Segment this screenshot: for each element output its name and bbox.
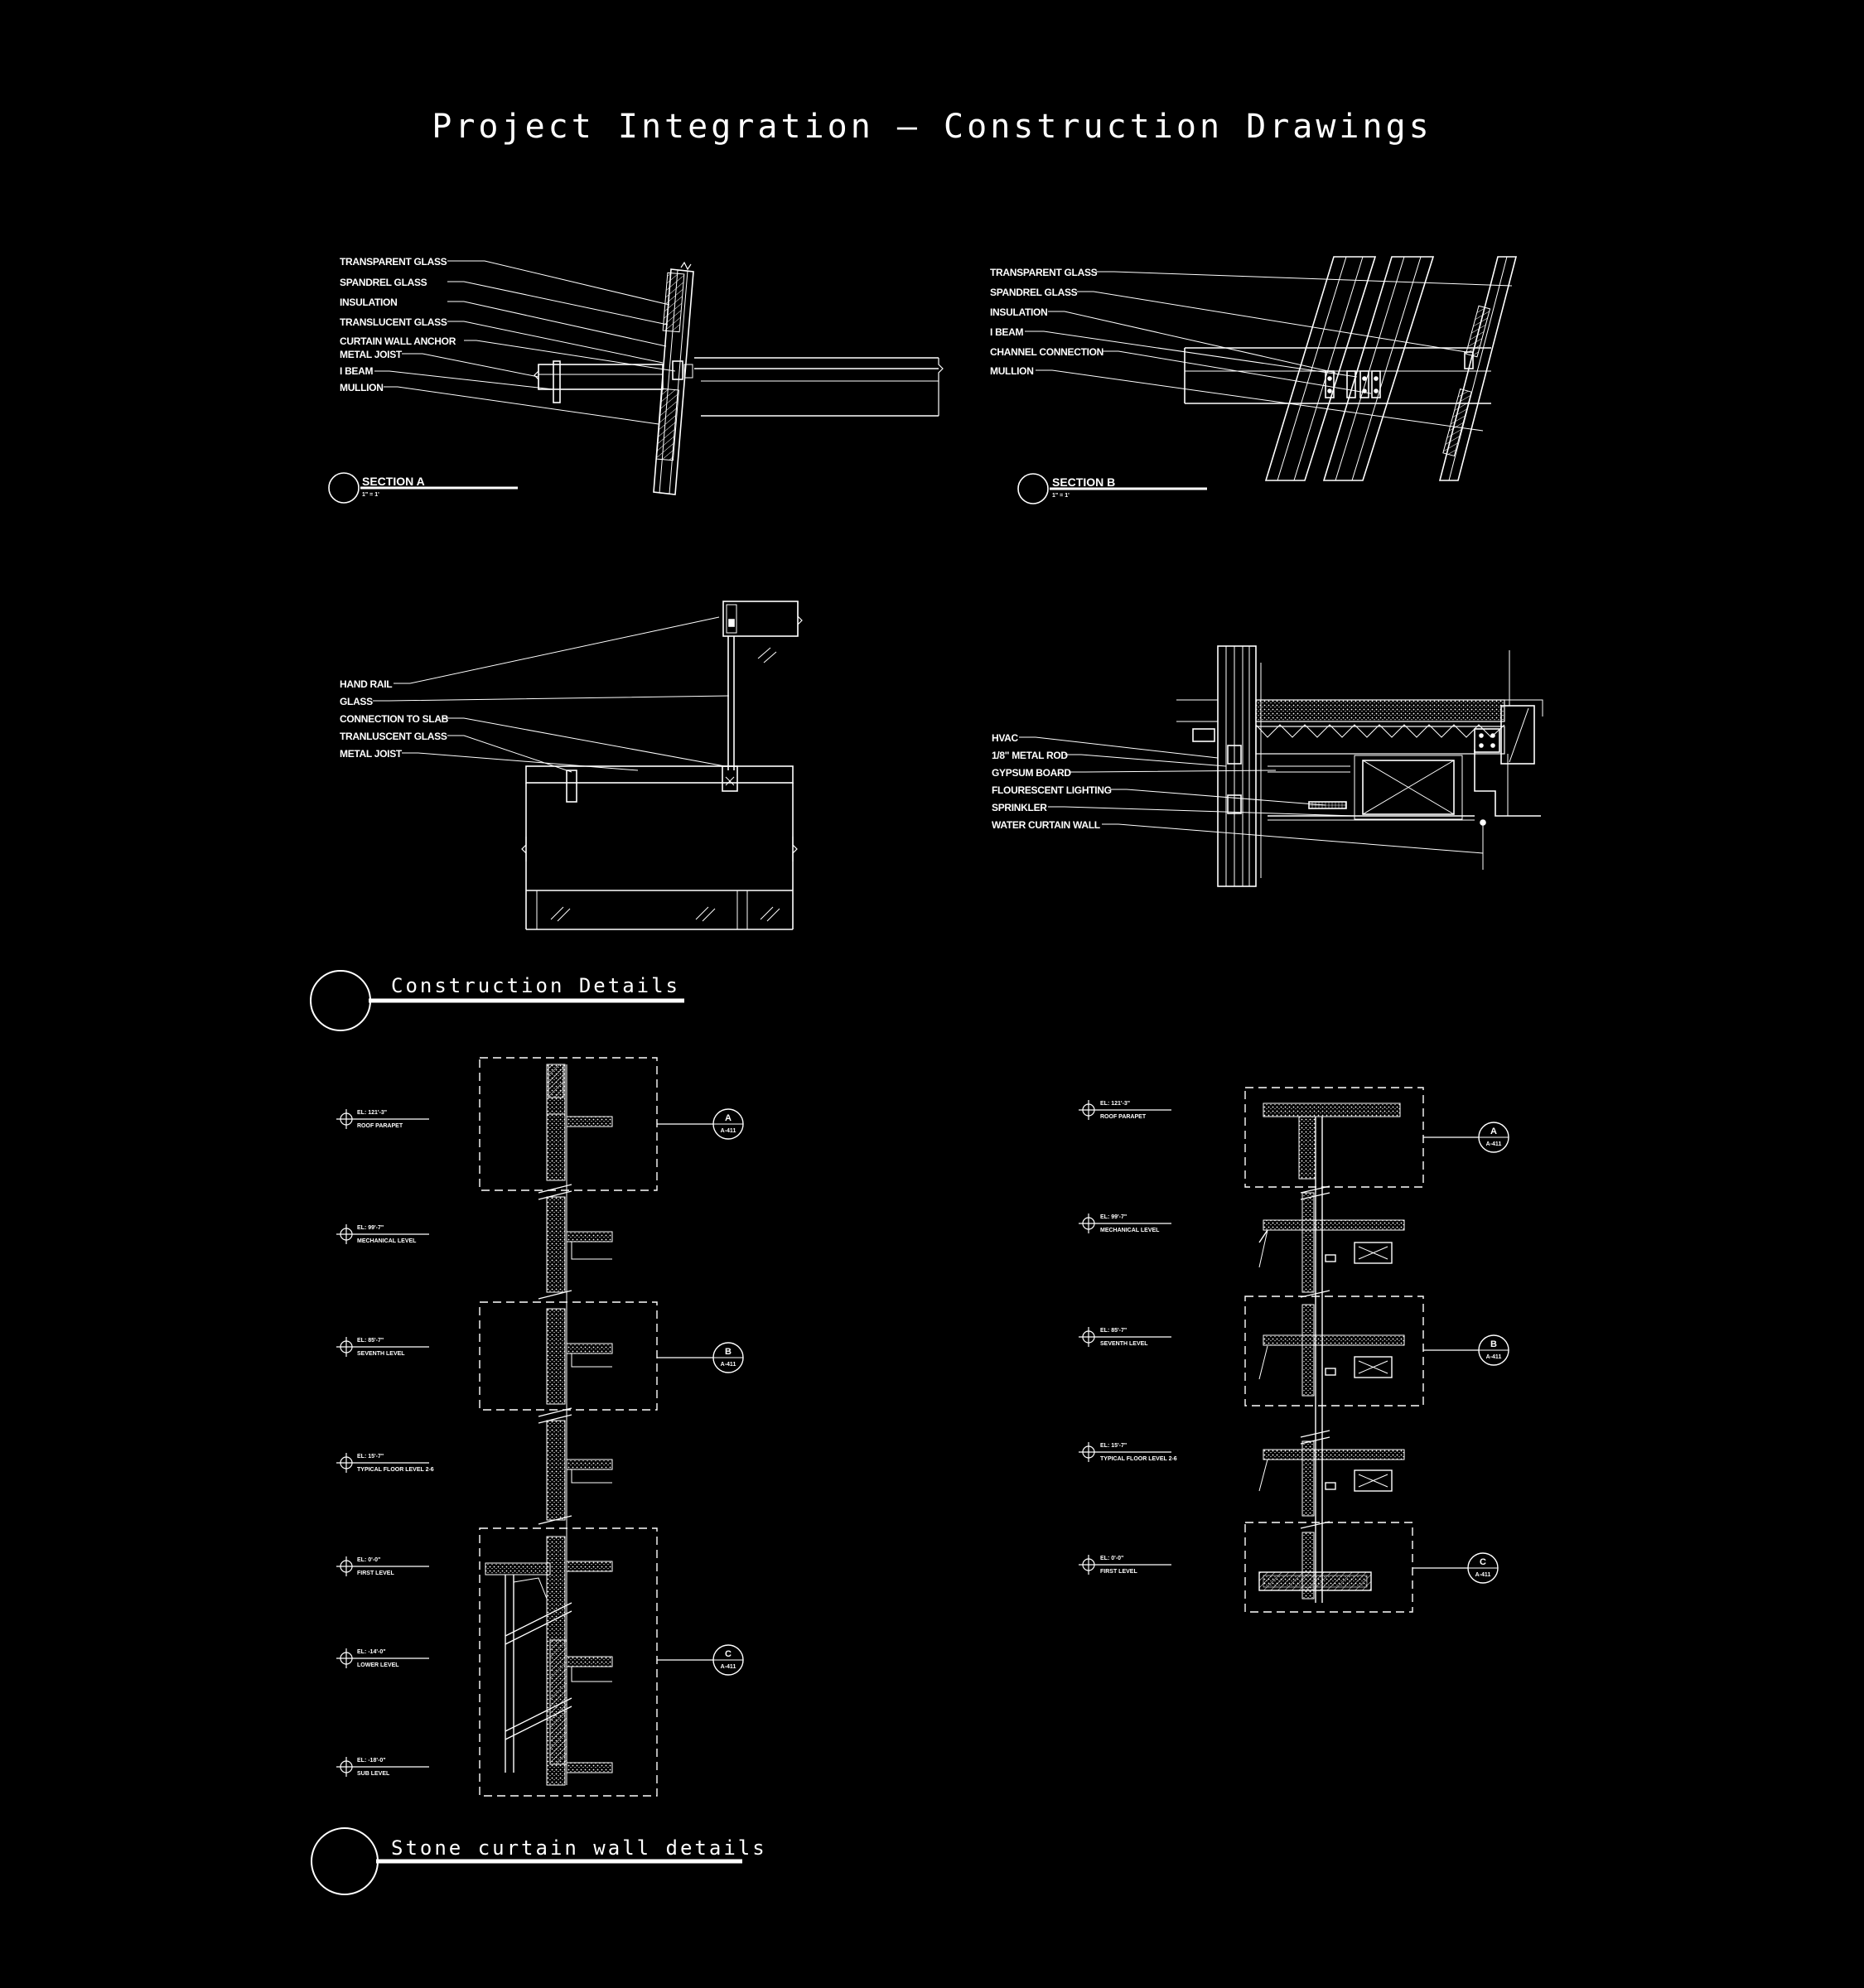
right-level-name-1: MECHANICAL LEVEL — [1100, 1228, 1160, 1233]
railing-label-4: METAL JOIST — [340, 748, 403, 760]
right-level-name-4: FIRST LEVEL — [1100, 1569, 1137, 1575]
section-a-leaders — [374, 260, 676, 425]
left-level-el-6: EL: -18'-0" — [357, 1758, 386, 1764]
right-bubble-b-letter: B — [1490, 1339, 1497, 1349]
railing-label-0: HAND RAIL — [340, 678, 392, 690]
section-a-scale: 1" = 1' — [362, 492, 379, 498]
left-level-name-1: MECHANICAL LEVEL — [357, 1238, 417, 1244]
stone-curtain-wall-heading: Stone curtain wall details — [311, 1827, 767, 1895]
left-level-name-2: SEVENTH LEVEL — [357, 1351, 405, 1357]
railing-label-3: TRANLUSCENT GLASS — [340, 731, 447, 742]
section-a-label-7: MULLION — [340, 382, 384, 393]
section-b-title: SECTION B 1" = 1' — [1017, 473, 1207, 504]
section-b-scale: 1" = 1' — [1052, 493, 1070, 499]
section-b-labels: TRANSPARENT GLASS SPANDREL GLASS INSULAT… — [990, 267, 1103, 377]
right-bubble-c-letter: C — [1480, 1557, 1486, 1567]
ceiling-labels: HVAC 1/8" METAL ROD GYPSUM BOARD FLOURES… — [992, 732, 1112, 831]
ceiling-label-5: WATER CURTAIN WALL — [992, 819, 1100, 831]
left-level-name-4: FIRST LEVEL — [357, 1571, 394, 1576]
section-a-name: SECTION A — [362, 475, 425, 488]
section-b-leaders — [1025, 271, 1513, 432]
right-level-el-2: EL: 85'-7" — [1100, 1328, 1127, 1334]
bubble-b-sheet: A-411 — [721, 1362, 736, 1368]
section-b-name: SECTION B — [1052, 475, 1115, 489]
bubble-b-letter: B — [725, 1347, 732, 1357]
railing-label-2: CONNECTION TO SLAB — [340, 713, 449, 725]
right-bubble-a-letter: A — [1490, 1127, 1497, 1136]
section-b-label-1: SPANDREL GLASS — [990, 287, 1078, 298]
section-a-label-6: I BEAM — [340, 365, 374, 377]
section-a-label-2: INSULATION — [340, 297, 397, 308]
bubble-c-sheet: A-411 — [721, 1664, 736, 1670]
bubble-a-sheet: A-411 — [721, 1128, 736, 1134]
left-wall-section — [479, 1057, 658, 1797]
section-b-detail — [1184, 256, 1518, 481]
railing-detail — [521, 601, 803, 930]
ceiling-leaders — [1019, 736, 1484, 854]
railing-leaders — [373, 616, 730, 773]
left-level-el-0: EL: 121'-3" — [357, 1110, 387, 1116]
ceiling-label-2: GYPSUM BOARD — [992, 767, 1071, 779]
section-a-label-3: TRANSLUCENT GLASS — [340, 316, 447, 328]
ceiling-detail — [1176, 645, 1543, 887]
ceiling-label-3: FLOURESCENT LIGHTING — [992, 784, 1112, 796]
left-level-name-3: TYPICAL FLOOR LEVEL 2-6 — [357, 1467, 434, 1473]
section-b-label-0: TRANSPARENT GLASS — [990, 267, 1098, 278]
left-level-markers — [336, 1109, 429, 1777]
right-bubble-b-sheet: A-411 — [1486, 1354, 1502, 1360]
left-level-name-6: SUB LEVEL — [357, 1771, 390, 1777]
right-level-el-3: EL: 15'-7" — [1100, 1443, 1127, 1449]
stone-curtain-wall-text: Stone curtain wall details — [391, 1836, 767, 1860]
section-b-label-5: MULLION — [990, 365, 1034, 377]
section-a-title: SECTION A 1" = 1' — [328, 472, 518, 504]
left-level-el-1: EL: 99'-7" — [357, 1225, 384, 1231]
left-level-el-4: EL: 0'-0" — [357, 1557, 380, 1563]
right-level-markers — [1079, 1100, 1171, 1575]
ceiling-label-0: HVAC — [992, 732, 1019, 744]
section-b-label-3: I BEAM — [990, 326, 1024, 338]
right-detail-bubbles: A A-411 B A-411 C A-411 — [1412, 1122, 1509, 1584]
left-level-name-0: ROOF PARAPET — [357, 1123, 403, 1129]
section-b-label-2: INSULATION — [990, 306, 1047, 318]
right-level-labels: EL: 121'-3" ROOF PARAPET EL: 99'-7" MECH… — [1100, 1101, 1177, 1575]
right-level-el-0: EL: 121'-3" — [1100, 1101, 1130, 1107]
section-a-label-5: METAL JOIST — [340, 349, 403, 360]
section-a-label-1: SPANDREL GLASS — [340, 277, 427, 288]
bubble-c-letter: C — [725, 1649, 732, 1659]
section-b-label-4: CHANNEL CONNECTION — [990, 346, 1103, 358]
left-level-el-5: EL: -14'-0" — [357, 1649, 386, 1655]
right-level-name-0: ROOF PARAPET — [1100, 1114, 1147, 1120]
left-level-el-3: EL: 15'-7" — [357, 1454, 384, 1460]
right-level-name-2: SEVENTH LEVEL — [1100, 1341, 1148, 1347]
sheet-title: Project Integration – Construction Drawi… — [432, 108, 1432, 146]
bubble-a-letter: A — [725, 1113, 732, 1123]
left-detail-bubbles: A A-411 B A-411 C A-411 — [657, 1108, 744, 1676]
right-level-name-3: TYPICAL FLOOR LEVEL 2-6 — [1100, 1456, 1177, 1462]
left-level-name-5: LOWER LEVEL — [357, 1662, 399, 1668]
right-level-el-1: EL: 99'-7" — [1100, 1214, 1127, 1220]
section-a-label-0: TRANSPARENT GLASS — [340, 256, 447, 268]
ceiling-label-1: 1/8" METAL ROD — [992, 750, 1068, 761]
railing-label-1: GLASS — [340, 696, 373, 707]
section-a-labels: TRANSPARENT GLASS SPANDREL GLASS INSULAT… — [340, 256, 456, 393]
section-a-label-4: CURTAIN WALL ANCHOR — [340, 335, 456, 347]
right-wall-section — [1244, 1087, 1424, 1613]
right-bubble-c-sheet: A-411 — [1475, 1572, 1491, 1578]
left-level-el-2: EL: 85'-7" — [357, 1338, 384, 1344]
construction-details-text: Construction Details — [391, 974, 680, 997]
left-level-labels: EL: 121'-3" ROOF PARAPET EL: 99'-7" MECH… — [357, 1110, 434, 1777]
section-a-detail — [534, 261, 944, 495]
right-level-el-4: EL: 0'-0" — [1100, 1556, 1123, 1561]
construction-details-heading: Construction Details — [310, 970, 684, 1031]
ceiling-label-4: SPRINKLER — [992, 802, 1047, 813]
right-bubble-a-sheet: A-411 — [1486, 1141, 1502, 1147]
railing-labels: HAND RAIL GLASS CONNECTION TO SLAB TRANL… — [340, 678, 449, 760]
